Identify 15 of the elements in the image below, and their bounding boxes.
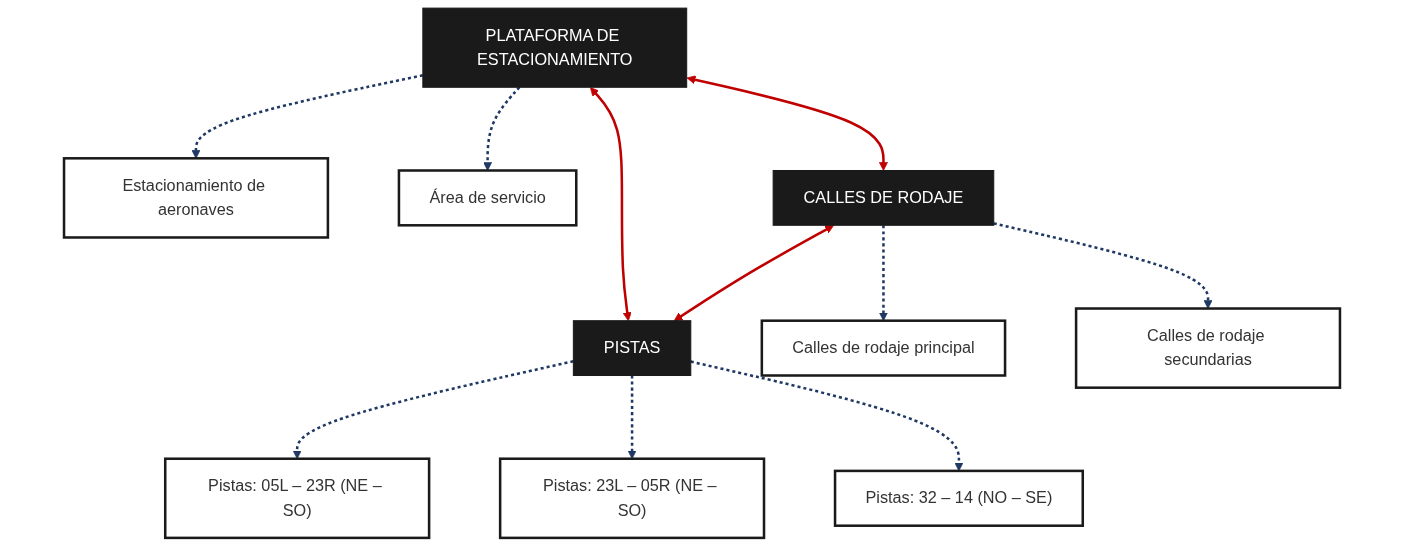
node-box: PLATAFORMA DE ESTACIONAMIENTO [422,7,688,88]
node-box: Pistas: 32 – 14 (NO – SE) [833,469,1085,527]
node-box: Pistas: 05L – 23R (NE – SO) [163,457,431,540]
node-box: Pistas: 23L – 05R (NE – SO) [498,457,766,540]
arrow [590,87,632,322]
node-box: Calles de rodaje secundarias [1074,307,1342,389]
arrow [483,86,521,171]
arrow [686,75,888,171]
node-box: PISTAS [572,320,692,376]
arrow [673,225,834,322]
node-box: Estacionamiento de aeronaves [62,157,330,239]
node-box: Calles de rodaje principal [760,319,1007,377]
arrow [993,222,1213,309]
node-box: Área de servicio [397,169,578,227]
node-box: CALLES DE RODAJE [772,170,995,226]
